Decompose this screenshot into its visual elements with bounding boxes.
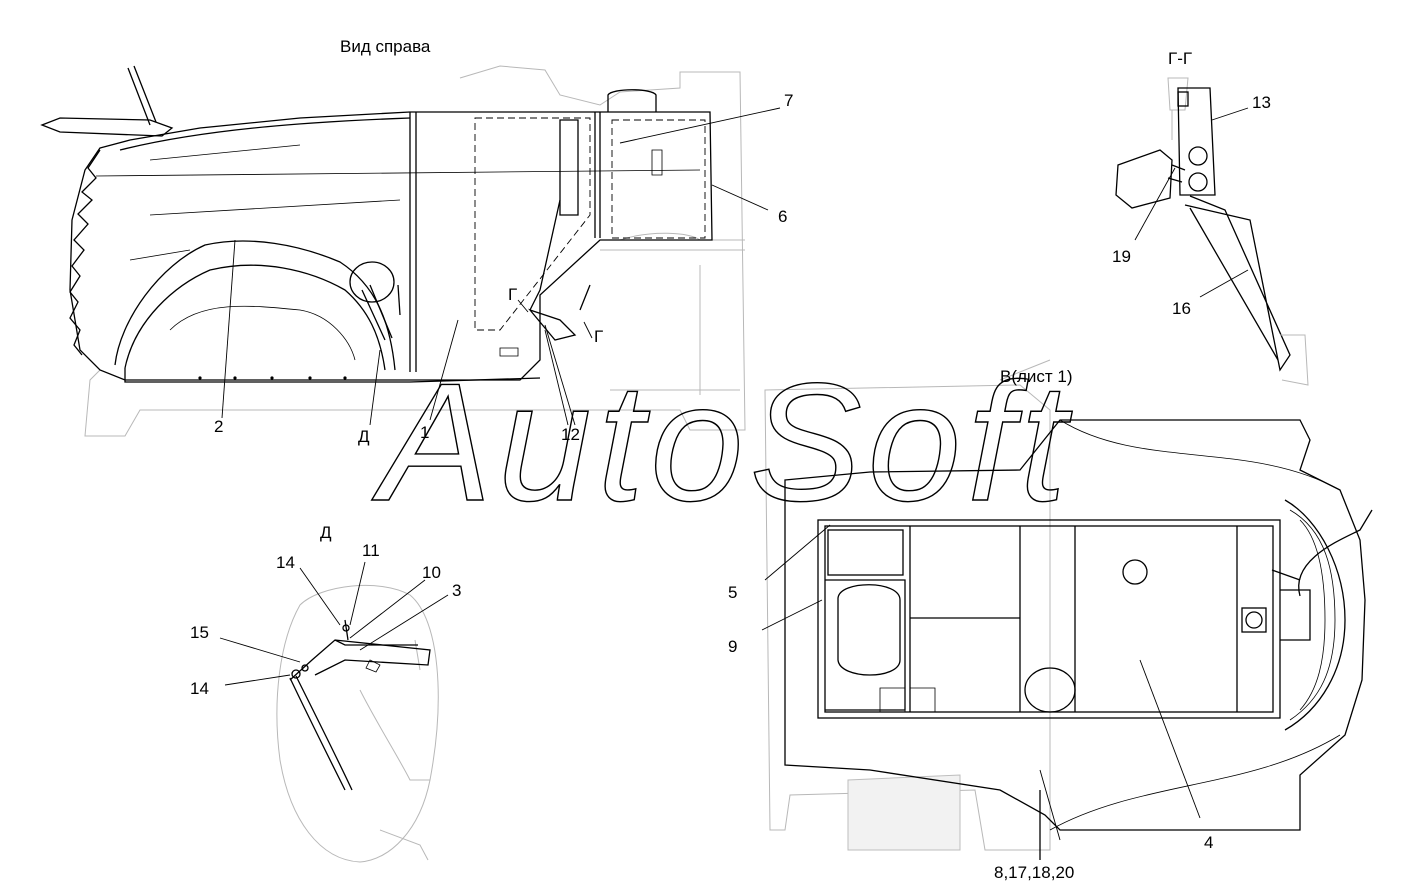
callout-4: 4	[1204, 833, 1213, 852]
callout-15: 15	[190, 623, 209, 642]
callout-3: 3	[452, 581, 461, 600]
callout-8-17-18-20: 8,17,18,20	[994, 863, 1074, 882]
callout-14-top: 14	[276, 553, 295, 572]
view-b-title: В(лист 1)	[1000, 367, 1073, 386]
callout-2: 2	[214, 417, 223, 436]
marker-g-left: Г	[508, 285, 517, 304]
detail-d-title: Д	[320, 523, 332, 542]
marker-g-right: Г	[594, 327, 603, 346]
callout-19: 19	[1112, 247, 1131, 266]
view-b-top	[761, 359, 1373, 860]
section-g-g	[1115, 77, 1309, 386]
callout-14-bottom: 14	[190, 679, 209, 698]
callout-7: 7	[784, 91, 793, 110]
callout-10: 10	[422, 563, 441, 582]
marker-d: Д	[358, 427, 370, 446]
callout-6: 6	[778, 207, 787, 226]
section-gg-title: Г-Г	[1168, 49, 1192, 68]
watermark: AutoSoft	[371, 348, 1073, 536]
callout-13: 13	[1252, 93, 1271, 112]
callout-12: 12	[561, 425, 580, 444]
detail-d	[219, 561, 449, 863]
callout-11: 11	[362, 541, 380, 560]
callout-1: 1	[420, 423, 429, 442]
callout-5: 5	[728, 583, 737, 602]
callout-9: 9	[728, 637, 737, 656]
right-side-view	[40, 65, 781, 437]
right-view-title: Вид справа	[340, 37, 431, 56]
callout-16: 16	[1172, 299, 1191, 318]
